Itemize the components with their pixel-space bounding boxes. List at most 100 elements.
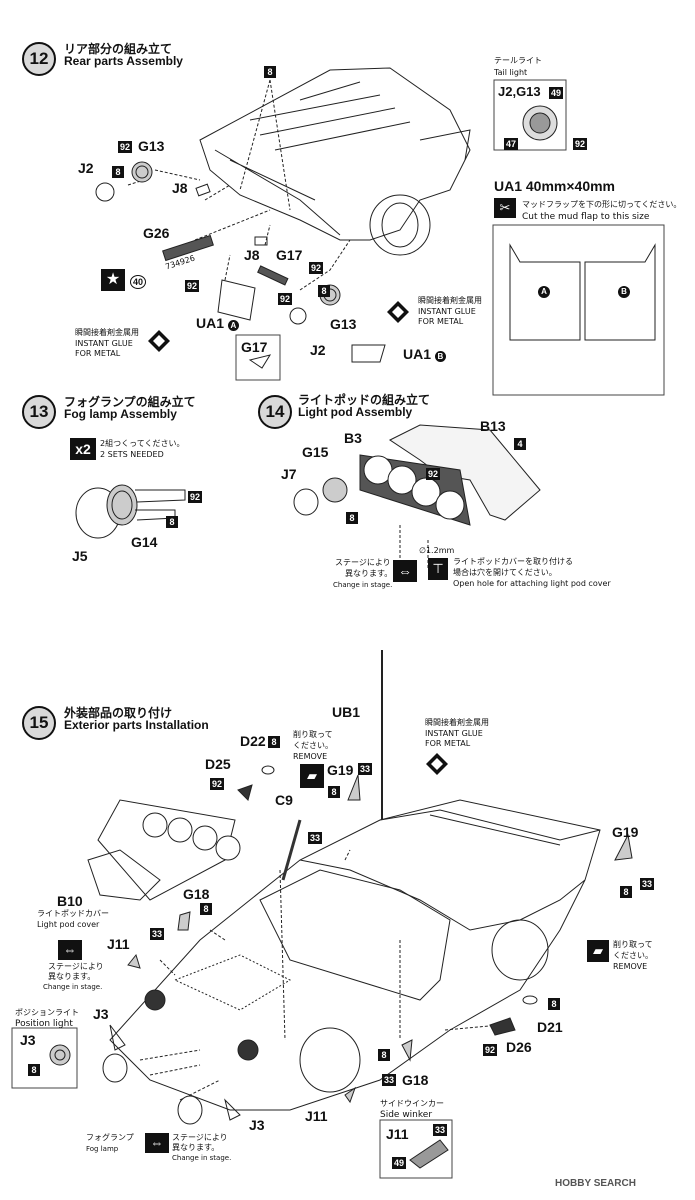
color-code: 8 [378, 1049, 390, 1061]
step-13-title-jp: フォグランプの組み立て [64, 395, 196, 409]
color-code: 92 [309, 262, 323, 274]
mud-flap-b-marker: B [618, 286, 630, 298]
glue-note-en: FOR METAL [425, 739, 471, 748]
mud-flap-a-marker: A [538, 286, 550, 298]
part-label-d26: D26 [506, 1039, 532, 1055]
step-13-title-en: Fog lamp Assembly [64, 407, 177, 421]
glue-note-en: FOR METAL [75, 349, 121, 358]
step-15-title-jp: 外装部品の取り付け [64, 706, 173, 720]
hole-note-jp: ライトポッドカバーを取り付ける [453, 557, 573, 566]
color-code: 92 [188, 491, 202, 503]
part-label-g17-box: G17 [241, 339, 268, 355]
color-code: 8 [166, 516, 178, 528]
stage-arrows-icon: ⇔ [393, 560, 417, 582]
hole-note-en: Open hole for attaching light pod cover [453, 579, 611, 588]
part-label-j8: J8 [244, 247, 260, 263]
part-label-g17: G17 [276, 247, 303, 263]
color-code: 8 [548, 998, 560, 1010]
remove-note-jp: ください。 [293, 741, 333, 750]
tail-light-title-jp: テールライト [494, 56, 542, 65]
part-label-g15: G15 [302, 444, 329, 460]
part-label-d25: D25 [205, 756, 231, 772]
part-label-j2: J2 [310, 342, 326, 358]
step-12-title-en: Rear parts Assembly [64, 54, 183, 68]
stage-note-jp: ステージにより [172, 1133, 228, 1142]
color-code: 8 [328, 786, 340, 798]
x2-badge: x2 [70, 438, 96, 460]
remove-note-en: REMOVE [293, 752, 328, 761]
color-code: 92 [210, 778, 224, 790]
remove-note-jp: 削り取って [293, 730, 333, 739]
glue-note-en: FOR METAL [418, 317, 464, 326]
remove-note-jp: ください。 [613, 951, 653, 960]
color-code: 8 [28, 1064, 40, 1076]
part-label-j7: J7 [281, 466, 297, 482]
color-code: 8 [318, 285, 330, 297]
position-light-jp: ポジションライト [15, 1008, 79, 1017]
step-12-title-jp: リア部分の組み立て [64, 42, 173, 56]
step-number-12: 12 [22, 42, 56, 76]
glue-note-jp: 瞬間接着剤金属用 [425, 718, 489, 727]
part-label-ua1-b: UA1 B [403, 346, 446, 362]
color-code: 33 [433, 1124, 447, 1136]
step-number-13: 13 [22, 395, 56, 429]
color-code: 92 [573, 138, 587, 150]
side-winker-part: J11 [386, 1126, 409, 1142]
part-label-g14: G14 [131, 534, 158, 550]
part-label-g19: G19 [327, 762, 354, 778]
color-code: 33 [358, 763, 372, 775]
part-label-g18: G18 [402, 1072, 429, 1088]
stage-arrows-icon: ⇔ [58, 940, 82, 960]
part-label-g26: G26 [143, 225, 170, 241]
glue-note-en: INSTANT GLUE [418, 307, 476, 316]
glue-note-jp: 瞬間接着剤金属用 [75, 328, 139, 337]
glue-note-en: INSTANT GLUE [425, 729, 483, 738]
position-light-part: J3 [20, 1032, 36, 1048]
ua1-note-jp: マッドフラップを下の形に切ってください。 [522, 200, 682, 209]
part-label-g18: G18 [183, 886, 210, 902]
pod-cover-jp: ライトポッドカバー [37, 909, 109, 918]
file-icon: ▰ [587, 940, 609, 962]
stage-note-jp: 異なります。 [172, 1143, 220, 1152]
color-code: 8 [346, 512, 358, 524]
pod-cover-en: Light pod cover [37, 920, 100, 929]
part-label-ub1: UB1 [332, 704, 361, 720]
side-winker-en: Side winker [380, 1110, 433, 1120]
color-code: 92 [426, 468, 440, 480]
color-code: 47 [504, 138, 518, 150]
color-code: 8 [268, 736, 280, 748]
stage-note-jp: ステージにより [335, 558, 391, 567]
stage-note-en: Change in stage. [43, 983, 103, 991]
part-label-j11: J11 [305, 1108, 328, 1124]
file-icon: ▰ [300, 764, 324, 788]
ua1-size-title: UA1 40mm×40mm [494, 178, 616, 194]
part-label-j3: J3 [249, 1117, 265, 1133]
part-label-ua1-a: UA1 A [196, 315, 239, 331]
fog-lamp-jp: フォグランプ [86, 1133, 134, 1142]
color-code: 33 [640, 878, 654, 890]
remove-note-en: REMOVE [613, 962, 648, 971]
color-code: 49 [549, 87, 563, 99]
stage-arrows-icon: ⇔ [145, 1133, 169, 1153]
star-decal-icon: ★ [101, 269, 125, 291]
part-label-j11: J11 [107, 936, 130, 952]
color-code: 8 [264, 66, 276, 78]
step-15-title-en: Exterior parts Installation [64, 718, 209, 732]
part-label-b3: B3 [344, 430, 362, 446]
stage-note-en: Change in stage. [172, 1154, 232, 1162]
color-code: 8 [112, 166, 124, 178]
hole-size: ∅1.2mm [419, 546, 455, 555]
part-label-c9: C9 [275, 792, 293, 808]
ua1-note-en: Cut the mud flap to this size [522, 212, 650, 222]
glue-note-en: INSTANT GLUE [75, 339, 133, 348]
watermark: HOBBY SEARCH [555, 1178, 636, 1189]
color-code: 8 [200, 903, 212, 915]
color-code: 92 [278, 293, 292, 305]
stage-note-jp: ステージにより [48, 962, 104, 971]
tail-light-title-en: Tail light [494, 68, 528, 77]
part-label-g13: G13 [330, 316, 357, 332]
color-code: 33 [382, 1074, 396, 1086]
part-label-d22: D22 [240, 733, 266, 749]
glue-note-jp: 瞬間接着剤金属用 [418, 296, 482, 305]
part-label-j3: J3 [93, 1006, 109, 1022]
